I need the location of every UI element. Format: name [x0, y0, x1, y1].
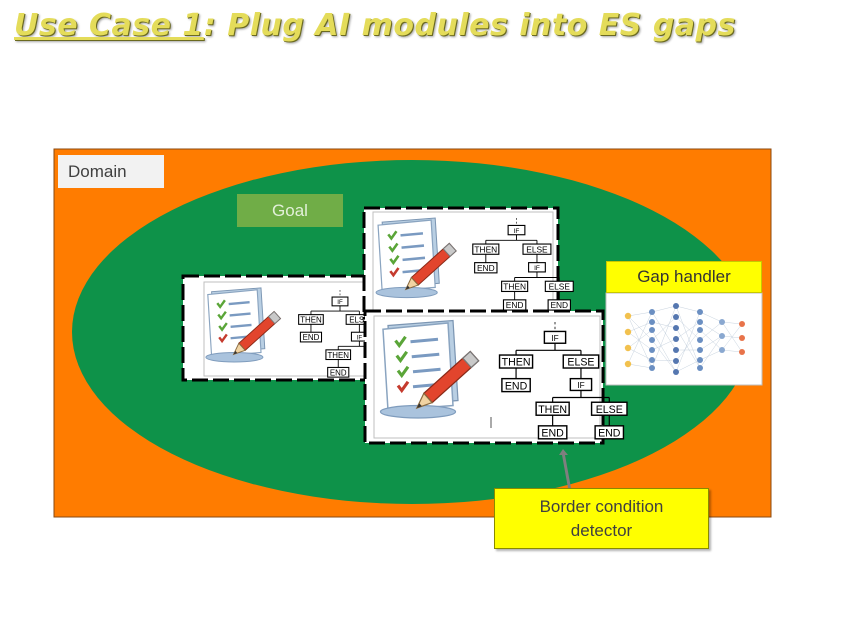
- es-module-card-front: [363, 309, 628, 445]
- domain-label: Domain: [58, 155, 164, 188]
- es-module-card-left: [181, 274, 395, 382]
- slide-title-rest: : Plug AI modules into ES gaps: [203, 8, 736, 43]
- border-condition-detector-label: Border condition detector: [494, 488, 709, 549]
- callout-pointer: [559, 449, 571, 488]
- slide-title: Use Case 1: Plug AI modules into ES gaps: [14, 8, 736, 43]
- goal-label: Goal: [237, 194, 343, 227]
- slide-title-underlined: Use Case 1: [14, 8, 204, 43]
- gap-handler-panel: [605, 292, 763, 386]
- neural-network-icon: [624, 303, 745, 375]
- es-module-card-top: [362, 206, 574, 320]
- gap-handler-label: Gap handler: [606, 261, 762, 293]
